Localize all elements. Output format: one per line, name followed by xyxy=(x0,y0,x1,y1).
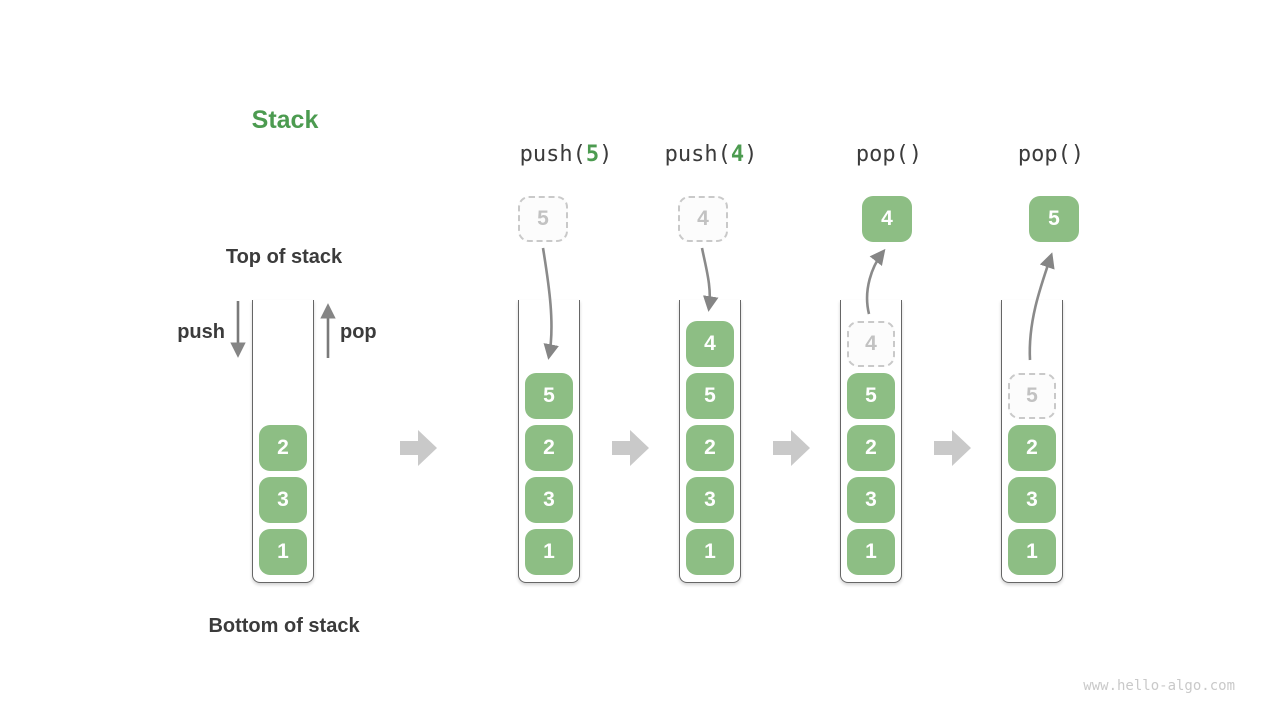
stack-item: 3 xyxy=(259,477,307,523)
op-suffix: ) xyxy=(744,142,758,167)
popped-value-box: 5 xyxy=(1029,196,1079,242)
operation-label-push-4: push(4) xyxy=(626,142,796,167)
stack-item: 2 xyxy=(259,425,307,471)
stack-item-ghost: 4 xyxy=(847,321,895,367)
operation-label-pop-2: pop() xyxy=(966,142,1136,167)
stack-item: 5 xyxy=(686,373,734,419)
stack-container-initial: 2 3 1 xyxy=(252,300,314,583)
operation-label-push-5: push(5) xyxy=(481,142,651,167)
op-arg: 5 xyxy=(585,142,600,167)
stack-container-after-push-5: 5 2 3 1 xyxy=(518,300,580,583)
stack-item: 1 xyxy=(525,529,573,575)
pushed-value-box: 4 xyxy=(678,196,728,242)
push-flow-arrow-icon xyxy=(700,247,719,312)
transition-arrow-icon xyxy=(400,430,437,466)
stack-container-after-pop-4: 4 5 2 3 1 xyxy=(840,300,902,583)
top-of-stack-label: Top of stack xyxy=(225,246,343,268)
stack-item-ghost: 5 xyxy=(1008,373,1056,419)
watermark: www.hello-algo.com xyxy=(1083,678,1235,694)
stack-item: 1 xyxy=(1008,529,1056,575)
bottom-of-stack-label: Bottom of stack xyxy=(208,615,360,637)
stack-items: 4 5 2 3 1 xyxy=(680,321,740,575)
stack-item: 4 xyxy=(686,321,734,367)
stack-item: 5 xyxy=(847,373,895,419)
popped-value-box: 4 xyxy=(862,196,912,242)
op-arg: 4 xyxy=(730,142,745,167)
diagram-title: Stack xyxy=(251,106,319,134)
transition-arrow-icon xyxy=(612,430,649,466)
stack-item: 2 xyxy=(525,425,573,471)
stack-item: 3 xyxy=(1008,477,1056,523)
op-prefix: pop() xyxy=(855,142,923,167)
stack-container-after-pop-5: 5 2 3 1 xyxy=(1001,300,1063,583)
op-suffix: ) xyxy=(599,142,613,167)
transition-arrow-icon xyxy=(773,430,810,466)
stack-items: 2 3 1 xyxy=(253,425,313,575)
stack-item: 5 xyxy=(525,373,573,419)
stack-item: 1 xyxy=(259,529,307,575)
stack-items: 4 5 2 3 1 xyxy=(841,321,901,575)
stack-item: 2 xyxy=(847,425,895,471)
stack-items: 5 2 3 1 xyxy=(519,373,579,575)
stack-item: 1 xyxy=(847,529,895,575)
pushed-value-box: 5 xyxy=(518,196,568,242)
op-prefix: push( xyxy=(519,142,586,167)
stack-item: 2 xyxy=(686,425,734,471)
operation-label-pop-1: pop() xyxy=(804,142,974,167)
stack-container-after-push-4: 4 5 2 3 1 xyxy=(679,300,741,583)
stack-item: 3 xyxy=(525,477,573,523)
pop-label: pop xyxy=(340,321,377,343)
op-prefix: push( xyxy=(664,142,731,167)
op-prefix: pop() xyxy=(1017,142,1085,167)
transition-arrow-icon xyxy=(934,430,971,466)
stack-item: 3 xyxy=(686,477,734,523)
stack-item: 3 xyxy=(847,477,895,523)
stack-items: 5 2 3 1 xyxy=(1002,373,1062,575)
stack-item: 2 xyxy=(1008,425,1056,471)
push-label: push xyxy=(177,321,225,343)
stack-item: 1 xyxy=(686,529,734,575)
